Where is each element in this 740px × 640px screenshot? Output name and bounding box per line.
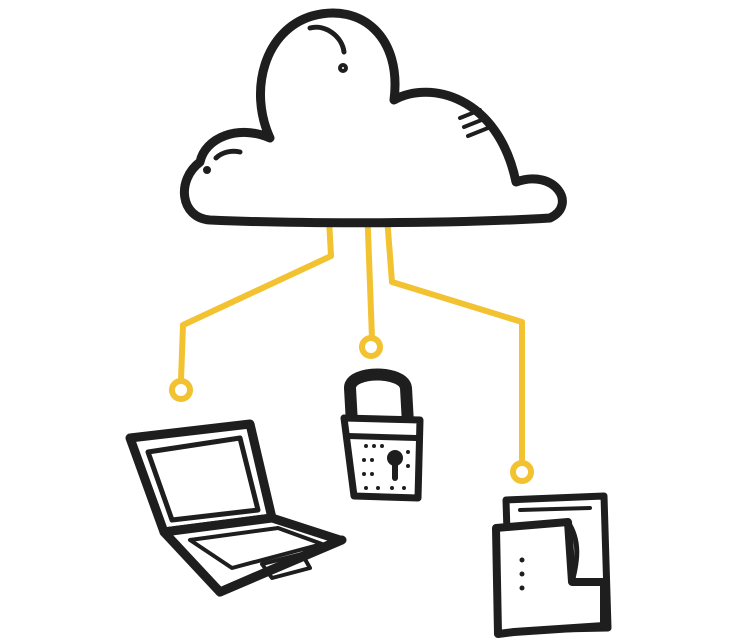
node-laptop bbox=[169, 378, 193, 402]
node-folder bbox=[510, 460, 534, 484]
folder-icon bbox=[492, 492, 612, 638]
padlock-icon bbox=[340, 368, 424, 502]
node-lock bbox=[359, 335, 383, 359]
connector-nodes bbox=[169, 335, 534, 484]
connector-folder bbox=[381, 175, 525, 468]
laptop-icon bbox=[125, 419, 347, 597]
cloud-icon bbox=[180, 8, 567, 228]
